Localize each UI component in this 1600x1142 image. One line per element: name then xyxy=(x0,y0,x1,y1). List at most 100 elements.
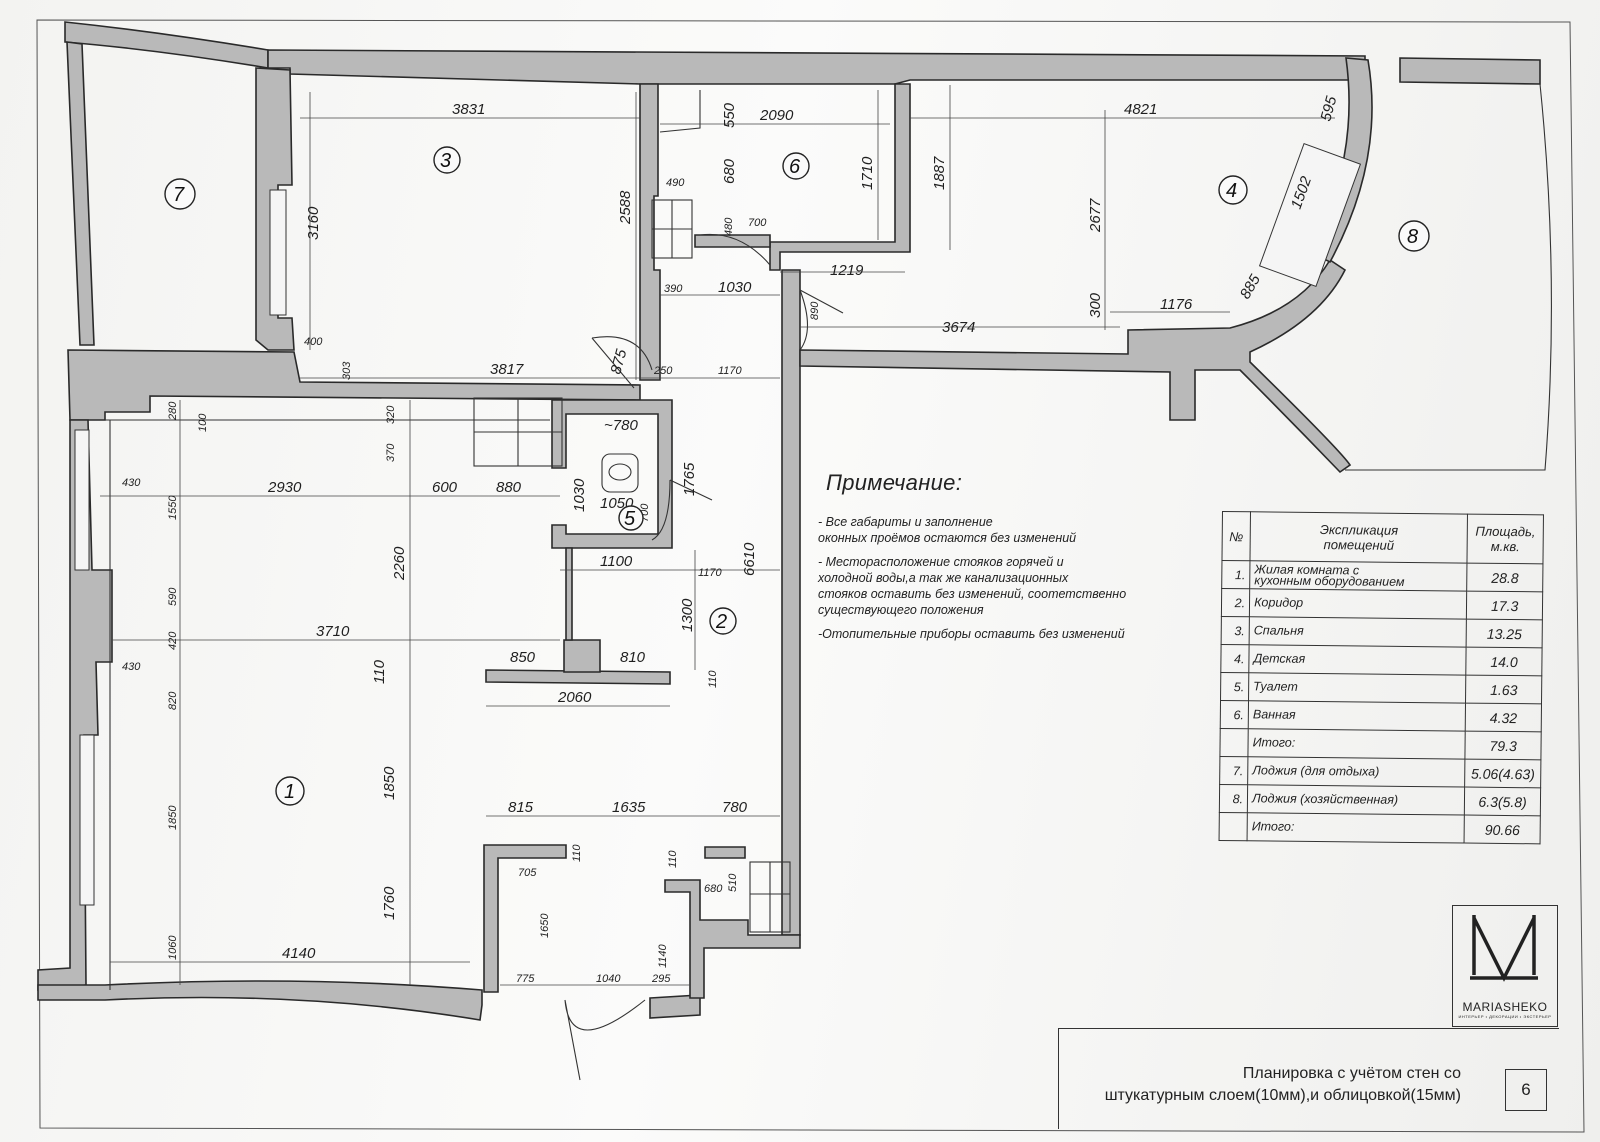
room-marker-1: 1 xyxy=(275,776,305,806)
dim-700: 700 xyxy=(748,217,767,229)
window xyxy=(269,189,287,316)
dim-250: 250 xyxy=(653,365,673,377)
sheet-frame xyxy=(36,19,1585,1133)
wall xyxy=(769,83,911,271)
row-num: 8. xyxy=(1219,784,1248,813)
row-name: Лоджия (для отдыха) xyxy=(1247,756,1466,788)
dim-430a: 430 xyxy=(122,477,141,489)
explication-table: № Экспликация помещений Площадь, м.кв. 1… xyxy=(1219,511,1544,844)
toilet-icon xyxy=(601,453,639,493)
wall xyxy=(781,269,801,936)
dim-4140: 4140 xyxy=(282,945,316,962)
dim-110d: 110 xyxy=(667,850,679,868)
dim-390: 390 xyxy=(664,283,683,295)
svg-text:5: 5 xyxy=(624,508,636,530)
dim-1850b: 1850 xyxy=(167,805,179,830)
door xyxy=(699,233,771,266)
wall xyxy=(649,994,701,1019)
room-outline xyxy=(105,419,550,990)
dim-3710: 3710 xyxy=(316,623,350,640)
row-num: 7. xyxy=(1219,756,1248,785)
dim-100: 100 xyxy=(197,413,209,432)
logo-tagline: ИНТЕРЬЕР • ДЕКОРАЦИИ • ЭКСТЕРЬЕР xyxy=(1458,1014,1552,1019)
row-num: 2. xyxy=(1221,588,1250,617)
row-area: 1.63 xyxy=(1465,675,1542,704)
row-num: 1. xyxy=(1221,560,1251,589)
row-area: 4.32 xyxy=(1465,703,1542,732)
table-row: 8.Лоджия (хозяйственная)6.3(5.8) xyxy=(1219,784,1541,816)
wall xyxy=(37,980,483,1021)
wall xyxy=(483,844,567,993)
dim-1650: 1650 xyxy=(539,913,551,938)
window xyxy=(1258,143,1362,287)
row-num xyxy=(1219,728,1249,757)
dim-2060: 2060 xyxy=(557,689,592,706)
dim-1550: 1550 xyxy=(167,495,179,520)
dim-1219: 1219 xyxy=(830,262,864,279)
dim-3160: 3160 xyxy=(305,206,322,240)
dim-280: 280 xyxy=(167,401,179,421)
logo-mark xyxy=(1470,915,1538,982)
dim-430b: 430 xyxy=(122,661,141,673)
dim-1170b: 1170 xyxy=(698,567,723,579)
svg-text:8: 8 xyxy=(1407,226,1418,248)
dimension-lines xyxy=(100,85,1335,986)
door xyxy=(659,90,701,133)
balcony-edge xyxy=(1345,83,1552,471)
dim-300: 300 xyxy=(1087,292,1104,318)
wall xyxy=(694,234,771,248)
wall xyxy=(563,639,601,673)
row-area: 17.3 xyxy=(1466,591,1543,620)
dim-420: 420 xyxy=(167,631,179,650)
logo-name: MARIASHEKO xyxy=(1462,1000,1548,1014)
drawing-title-line2: штукатурным слоем(10мм),и облицовкой(15м… xyxy=(1104,1087,1461,1104)
room-marker-7: 7 xyxy=(164,178,196,210)
dim-780a: ~780 xyxy=(604,417,638,434)
dim-1060: 1060 xyxy=(167,935,179,960)
dim-820: 820 xyxy=(167,691,179,710)
wall xyxy=(1399,57,1541,85)
room-marker-5: 5 xyxy=(618,505,644,531)
row-name: Спальня xyxy=(1249,616,1467,648)
wall xyxy=(267,49,1366,85)
row-num: 4. xyxy=(1220,644,1250,673)
note-item: - Все габариты и заполнение оконных проё… xyxy=(818,515,1077,545)
table-row: Итого:90.66 xyxy=(1219,812,1541,844)
svg-text:7: 7 xyxy=(173,184,185,206)
dim-1300: 1300 xyxy=(679,598,696,632)
wall xyxy=(704,846,746,859)
dim-370: 370 xyxy=(385,443,397,462)
wall xyxy=(799,258,1352,474)
dim-885: 885 xyxy=(1237,271,1265,302)
dim-2260: 2260 xyxy=(391,546,408,581)
dim-880: 880 xyxy=(496,479,522,496)
dim-775: 775 xyxy=(516,973,535,985)
row-name: Жилая комната с кухонным оборудованием xyxy=(1249,560,1468,592)
wall xyxy=(66,41,95,346)
window xyxy=(74,429,90,571)
header-name: Экспликация помещений xyxy=(1250,511,1468,564)
dim-705: 705 xyxy=(518,867,537,879)
dim-510: 510 xyxy=(727,873,739,892)
dim-550: 550 xyxy=(721,102,738,128)
row-area: 14.0 xyxy=(1466,647,1543,676)
svg-text:1: 1 xyxy=(284,781,295,803)
dim-780b: 780 xyxy=(722,799,748,816)
row-num: 3. xyxy=(1221,616,1250,645)
dim-480: 480 xyxy=(723,217,735,236)
row-name: Ванная xyxy=(1248,700,1466,732)
note-item: -Отопительные приборы оставить без измен… xyxy=(818,627,1125,641)
dim-490: 490 xyxy=(666,177,685,189)
svg-text:3: 3 xyxy=(440,150,451,172)
title-block: Планировка с учётом стен со штукатурным … xyxy=(1058,1028,1559,1129)
dim-1176: 1176 xyxy=(1160,296,1193,313)
note-item: - Месторасположение стояков горячей и хо… xyxy=(818,555,1127,617)
row-num xyxy=(1219,812,1248,841)
row-name: Итого: xyxy=(1247,728,1466,760)
table-header-row: № Экспликация помещений Площадь, м.кв. xyxy=(1221,511,1544,564)
